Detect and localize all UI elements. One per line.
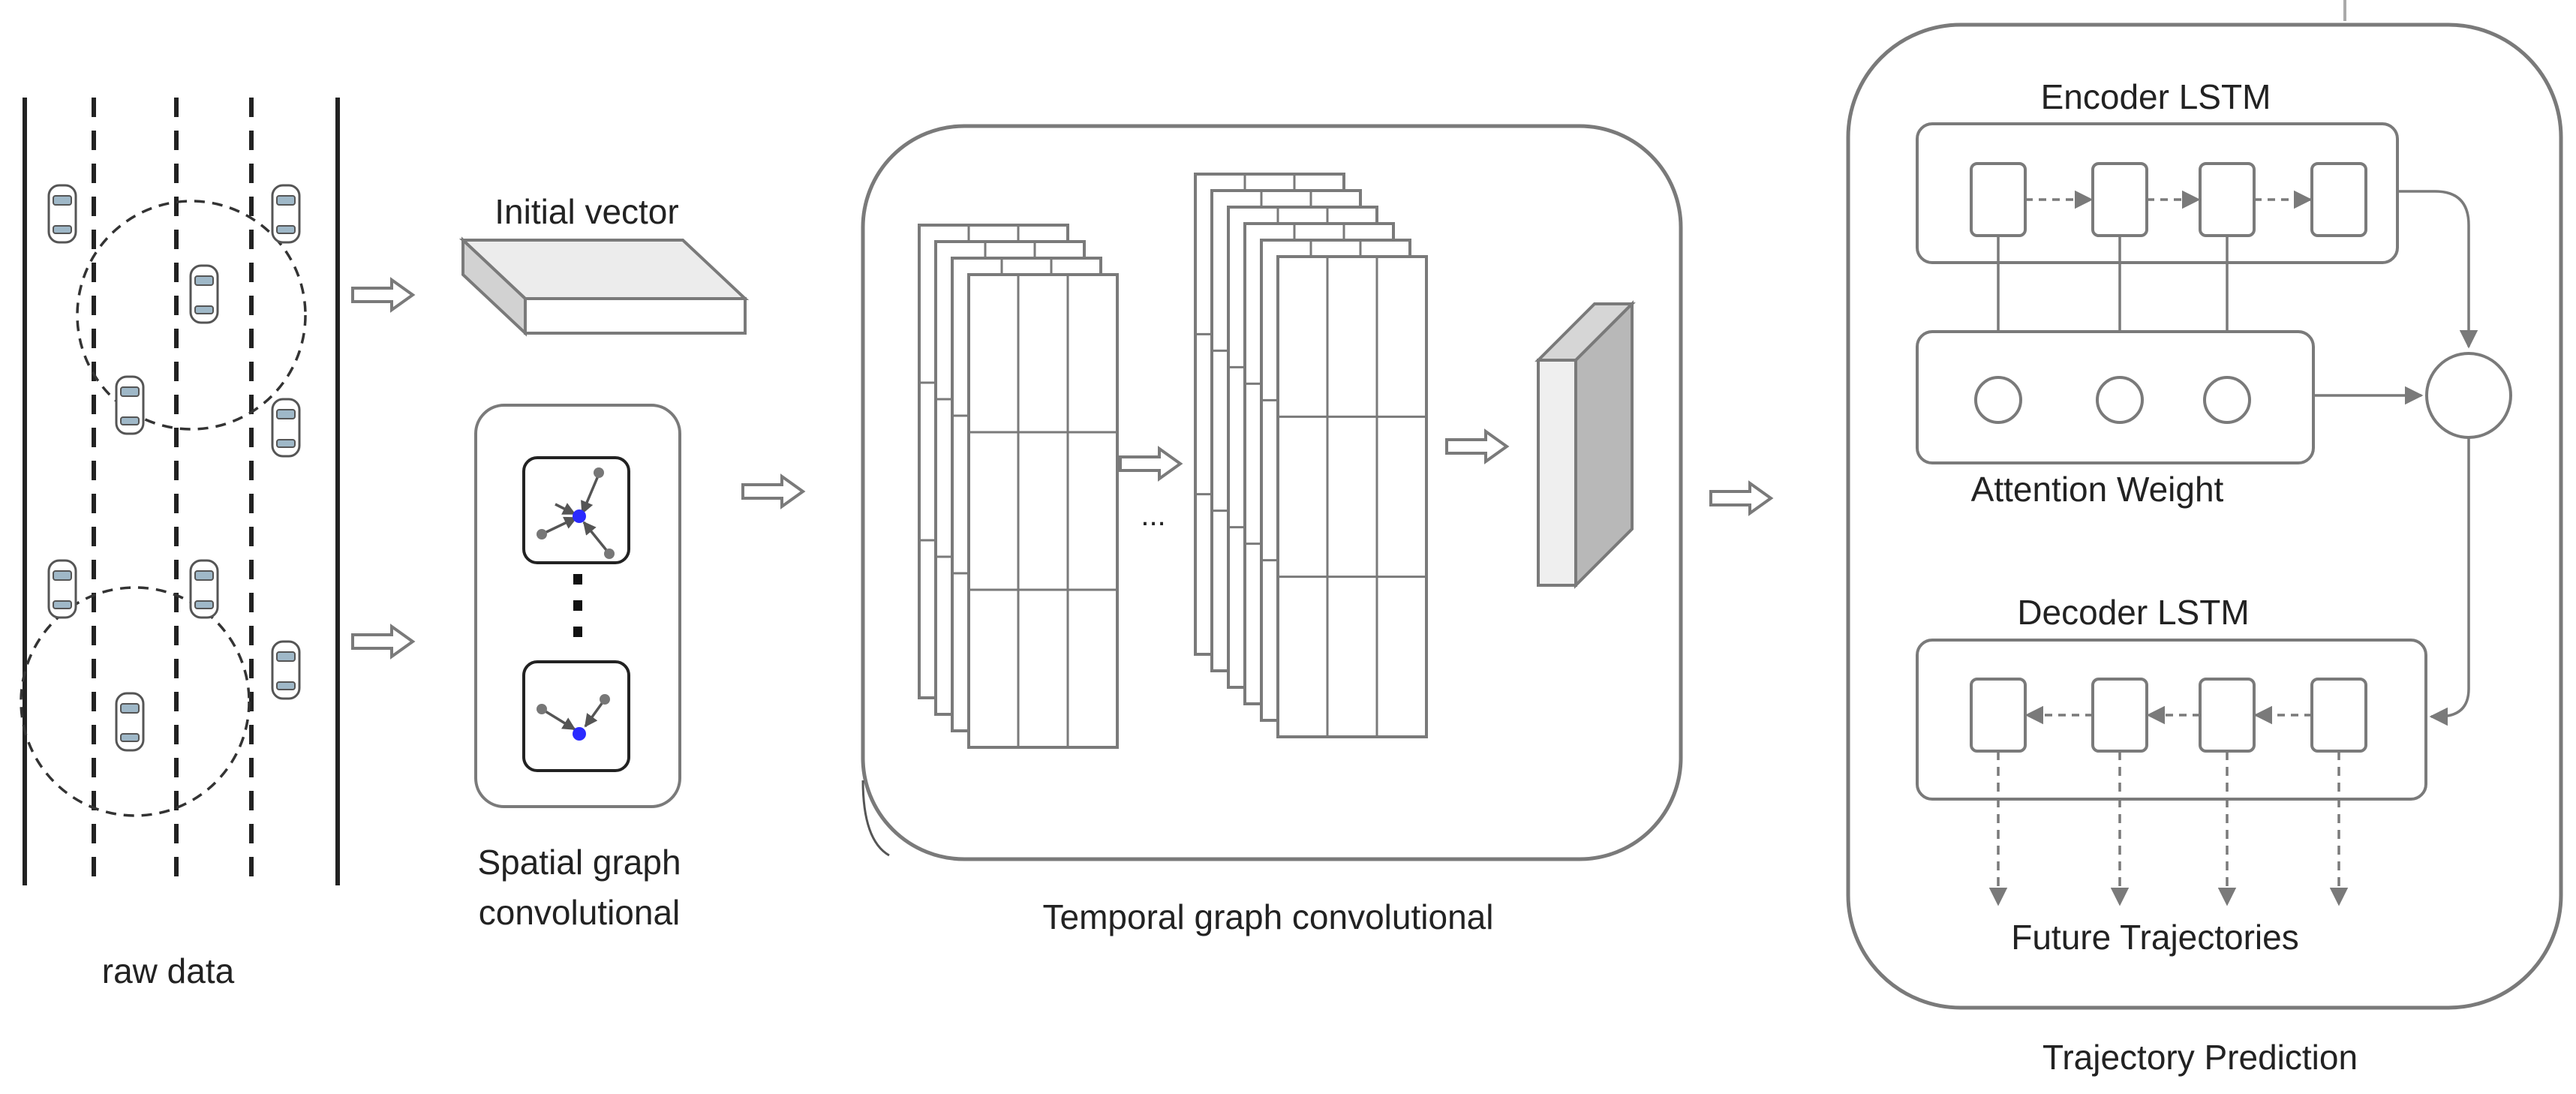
car-icon xyxy=(115,375,145,435)
lstm-cell xyxy=(1970,678,2027,753)
initial-vector-box xyxy=(458,236,750,337)
graph-node-icon xyxy=(537,694,610,741)
neighborhood-circle-upper xyxy=(76,200,307,431)
lstm-cell xyxy=(2091,162,2148,237)
temporal-graph-label: Temporal graph convolutional xyxy=(1043,897,1494,936)
decoder-cells xyxy=(1970,678,2367,906)
spatial-graph-label-line2: convolutional xyxy=(479,893,681,932)
hollow-arrow-icon xyxy=(351,278,414,311)
graph-node-icon xyxy=(537,467,615,559)
encoder-lstm-label: Encoder LSTM xyxy=(2041,77,2271,116)
attention-nodes xyxy=(1974,376,2251,424)
car-icon xyxy=(47,184,77,244)
feature-map-sheet xyxy=(1276,255,1428,738)
hollow-arrow-icon xyxy=(351,625,414,658)
lstm-cell xyxy=(1970,162,2027,237)
feature-map-stack xyxy=(918,224,1119,749)
spatial-graph-label-line1: Spatial graph xyxy=(477,843,681,882)
encoder-lstm-box xyxy=(1916,122,2399,264)
attention-node xyxy=(2203,376,2251,424)
car-icon xyxy=(189,559,219,619)
car-icon xyxy=(189,264,219,324)
neighborhood-circle-lower xyxy=(20,586,251,817)
context-node xyxy=(2425,352,2512,439)
ellipsis-label: ... xyxy=(1141,499,1165,532)
attention-weight-label: Attention Weight xyxy=(1971,470,2224,509)
decoder-lstm-box xyxy=(1916,639,2427,801)
temporal-output-block xyxy=(1534,300,1636,589)
trajectory-prediction-label: Trajectory Prediction xyxy=(2042,1038,2358,1077)
car-icon xyxy=(271,640,301,700)
future-trajectories-label: Future Trajectories xyxy=(2011,918,2298,957)
spatial-graph-panel xyxy=(474,404,681,808)
initial-vector-label: Initial vector xyxy=(494,192,678,231)
hollow-arrow-icon xyxy=(741,475,804,508)
lstm-cell xyxy=(2310,678,2367,753)
feature-map-sheet xyxy=(967,273,1119,749)
encoder-cells xyxy=(1970,162,2367,364)
attention-node xyxy=(1974,376,2022,424)
feature-map-stack xyxy=(1194,173,1428,738)
raw-data-label: raw data xyxy=(102,951,235,990)
lstm-cell xyxy=(2310,162,2367,237)
raw-data-road xyxy=(20,98,340,885)
lstm-cell xyxy=(2199,162,2256,237)
lstm-cell xyxy=(2091,678,2148,753)
car-icon xyxy=(271,398,301,458)
car-icon xyxy=(47,559,77,619)
car-icon xyxy=(115,692,145,752)
lstm-cell xyxy=(2199,678,2256,753)
decoder-lstm-label: Decoder LSTM xyxy=(2017,593,2249,632)
attention-node xyxy=(2096,376,2144,424)
hollow-arrow-icon xyxy=(1709,482,1772,515)
car-icon xyxy=(271,184,301,244)
